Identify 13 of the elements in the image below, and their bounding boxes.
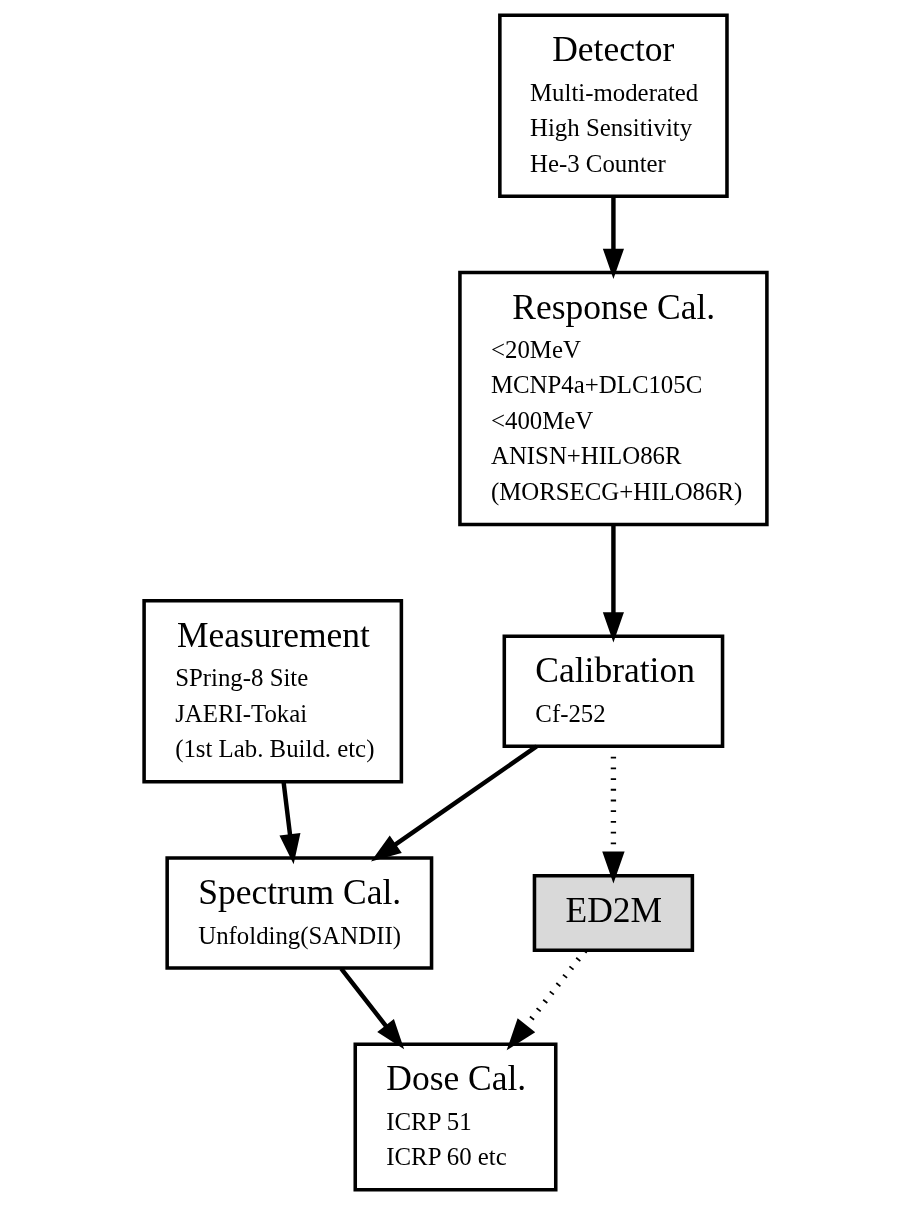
arrow xyxy=(339,967,405,1050)
node-box: Dose Cal. ICRP 51 ICRP 60 etc xyxy=(353,1042,558,1192)
arrow xyxy=(602,196,624,279)
arrow xyxy=(602,524,624,643)
node-box: Response Cal. <20MeV MCNP4a+DLC105C <400MeV ANISN+HILO86R (MORSECG+HILO86R) xyxy=(458,270,769,527)
node-box: Detector Multi-moderated High Sensitivity He-3 Counter xyxy=(498,13,729,198)
arrow xyxy=(506,949,588,1051)
arrow xyxy=(370,744,538,862)
node-box: Measurement SPring-8 Site JAERI-Tokai (1st Lab. Build. etc) xyxy=(142,598,404,784)
node-box: ED2M xyxy=(532,873,695,953)
node-box: Calibration Cf-252 xyxy=(502,634,725,748)
arrow xyxy=(279,781,301,865)
node-box: Spectrum Cal. Unfolding(SANDII) xyxy=(165,856,434,970)
